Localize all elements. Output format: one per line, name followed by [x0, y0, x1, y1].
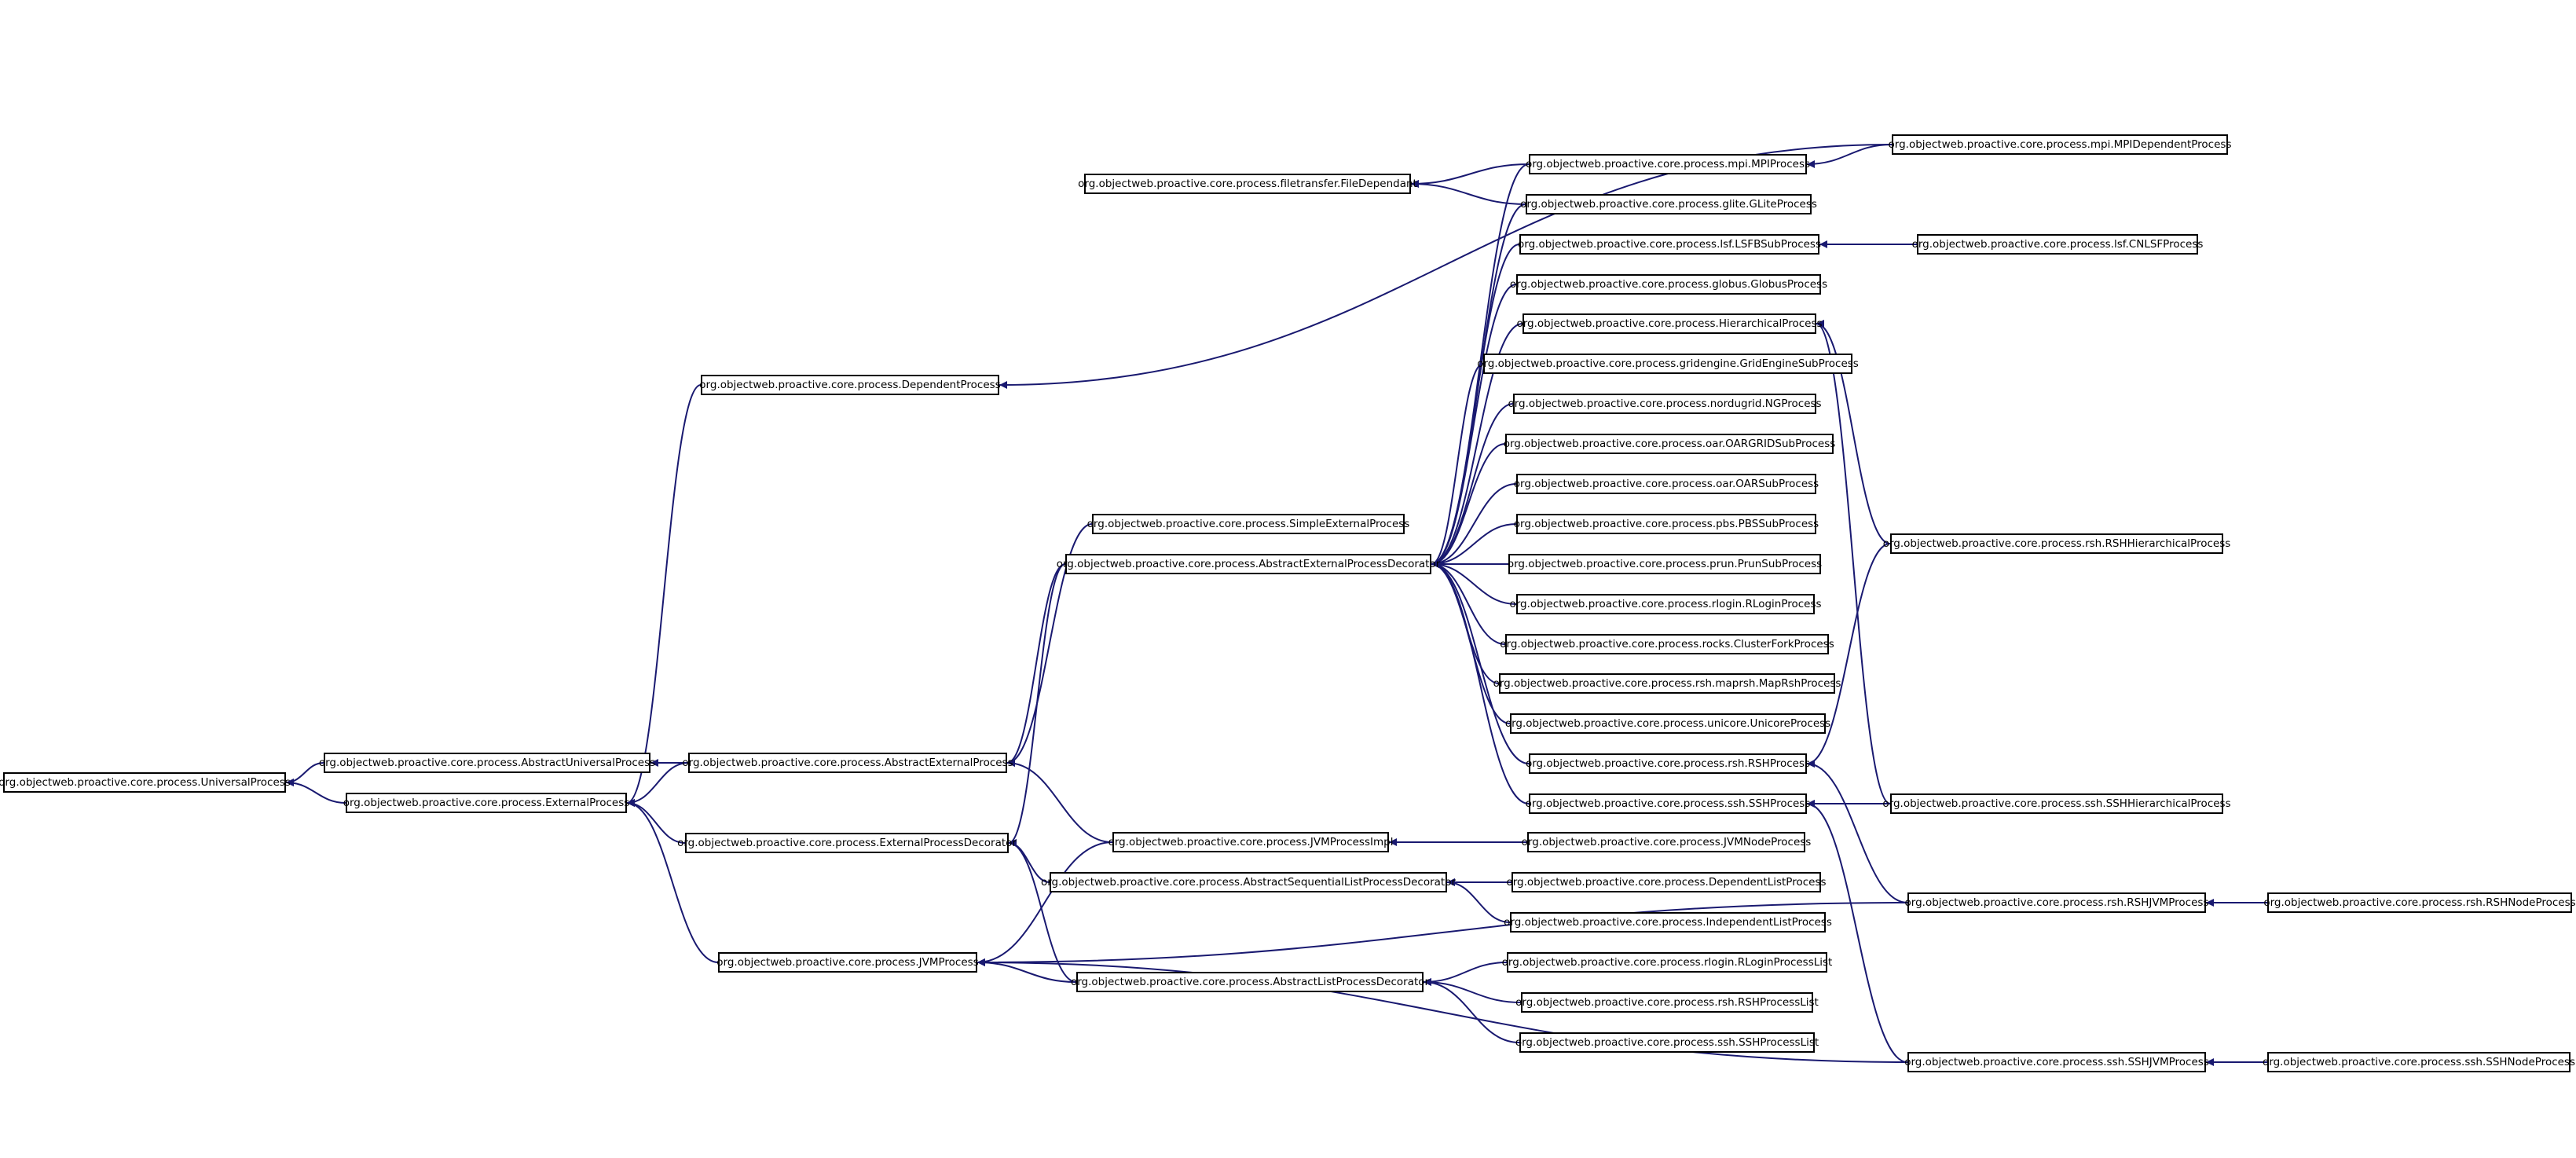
- node-rsh-hierarchical-process[interactable]: org.objectweb.proactive.core.process.rsh…: [1883, 533, 2230, 554]
- edge-abstract_list-to-external_decorator: [1008, 839, 1077, 983]
- edge-rsh_list-to-abstract_list: [1423, 978, 1522, 1003]
- edge-rsh_jvm-to-jvm: [977, 902, 1908, 966]
- node-abstract-list-process-decorator[interactable]: org.objectweb.proactive.core.process.Abs…: [1071, 972, 1429, 992]
- node-map-rsh-process[interactable]: org.objectweb.proactive.core.process.rsh…: [1493, 673, 1841, 694]
- node-hierarchical-process[interactable]: org.objectweb.proactive.core.process.Hie…: [1516, 313, 1823, 334]
- node-ssh-process[interactable]: org.objectweb.proactive.core.process.ssh…: [1526, 793, 1810, 814]
- edge-gridengine-to-abstract_ext_decorator: [1431, 363, 1484, 568]
- node-mpi-process[interactable]: org.objectweb.proactive.core.process.mpi…: [1526, 154, 1810, 174]
- edge-rocks-to-abstract_ext_decorator: [1431, 560, 1506, 645]
- node-ng-process[interactable]: org.objectweb.proactive.core.process.nor…: [1508, 394, 1822, 414]
- edge-abstract_universal-to-universal: [285, 762, 324, 786]
- node-lsfb-sub-process[interactable]: org.objectweb.proactive.core.process.lsf…: [1518, 234, 1821, 255]
- node-dependent-process[interactable]: org.objectweb.proactive.core.process.Dep…: [699, 375, 1001, 395]
- edge-jvm_impl-to-jvm: [977, 841, 1113, 966]
- node-pbs-sub-process[interactable]: org.objectweb.proactive.core.process.pbs…: [1514, 514, 1819, 534]
- node-unicore-process[interactable]: org.objectweb.proactive.core.process.uni…: [1505, 713, 1830, 734]
- edge-abstract_ext_decorator-to-abstract_external: [1006, 563, 1066, 767]
- edge-independent_list-to-abstract_seq_list: [1446, 878, 1511, 923]
- edge-jvm-to-external: [626, 799, 719, 963]
- node-abstract-external-process-decorator[interactable]: org.objectweb.proactive.core.process.Abs…: [1057, 554, 1440, 574]
- node-ssh-jvm-process[interactable]: org.objectweb.proactive.core.process.ssh…: [1904, 1052, 2209, 1072]
- edge-jvm_impl-to-abstract_external: [1006, 759, 1113, 843]
- edge-external-to-universal: [285, 779, 346, 804]
- edge-rsh_hierarchical-to-rsh: [1806, 543, 1891, 768]
- edge-rlogin_list-to-abstract_list: [1423, 962, 1508, 986]
- edge-oargrid-to-abstract_ext_decorator: [1431, 443, 1506, 568]
- node-oar-sub-process[interactable]: org.objectweb.proactive.core.process.oar…: [1514, 474, 1819, 494]
- node-jvm-process-impl[interactable]: org.objectweb.proactive.core.process.JVM…: [1108, 832, 1393, 852]
- edge-glite-to-file_dependant: [1410, 180, 1526, 205]
- edge-ssh_list-to-abstract_list: [1423, 978, 1520, 1043]
- edge-rlogin-to-abstract_ext_decorator: [1431, 560, 1517, 605]
- edge-simple_external-to-abstract_external: [1006, 523, 1093, 767]
- node-mpi-dependent-process[interactable]: org.objectweb.proactive.core.process.mpi…: [1889, 134, 2231, 155]
- node-jvm-process[interactable]: org.objectweb.proactive.core.process.JVM…: [716, 952, 979, 973]
- node-ssh-hierarchical-process[interactable]: org.objectweb.proactive.core.process.ssh…: [1882, 793, 2231, 814]
- node-grid-engine-sub-process[interactable]: org.objectweb.proactive.core.process.gri…: [1477, 354, 1859, 374]
- edge-rsh_hierarchical-to-hierarchical: [1816, 320, 1891, 544]
- edge-ssh_jvm-to-ssh: [1806, 800, 1908, 1063]
- edge-ssh-to-abstract_ext_decorator: [1431, 560, 1530, 804]
- node-rsh-node-process[interactable]: org.objectweb.proactive.core.process.rsh…: [2263, 892, 2576, 913]
- node-abstract-external-process[interactable]: org.objectweb.proactive.core.process.Abs…: [682, 753, 1013, 773]
- node-independent-list-process[interactable]: org.objectweb.proactive.core.process.Ind…: [1504, 912, 1832, 933]
- node-prun-sub-process[interactable]: org.objectweb.proactive.core.process.pru…: [1508, 554, 1822, 574]
- edge-rsh-to-abstract_ext_decorator: [1431, 560, 1530, 764]
- edge-ssh_hierarchical-to-hierarchical: [1816, 320, 1891, 804]
- edge-mpi_dependent-to-mpi: [1806, 144, 1893, 168]
- edge-mpi-to-file_dependant: [1410, 163, 1530, 188]
- edge-oar-to-abstract_ext_decorator: [1431, 483, 1517, 568]
- edge-dependent-to-external: [626, 384, 702, 807]
- node-rlogin-process[interactable]: org.objectweb.proactive.core.process.rlo…: [1509, 594, 1822, 614]
- edge-abstract_external-to-external: [626, 762, 689, 807]
- node-ssh-process-list[interactable]: org.objectweb.proactive.core.process.ssh…: [1515, 1032, 1819, 1053]
- node-jvm-node-process[interactable]: org.objectweb.proactive.core.process.JVM…: [1522, 832, 1811, 852]
- edge-globus-to-abstract_ext_decorator: [1431, 284, 1517, 568]
- node-oargrid-sub-process[interactable]: org.objectweb.proactive.core.process.oar…: [1504, 434, 1835, 454]
- edge-pbs-to-abstract_ext_decorator: [1431, 523, 1517, 568]
- node-ssh-node-process[interactable]: org.objectweb.proactive.core.process.ssh…: [2263, 1052, 2575, 1072]
- node-abstract-universal-process[interactable]: org.objectweb.proactive.core.process.Abs…: [319, 753, 655, 773]
- node-external-process-decorator[interactable]: org.objectweb.proactive.core.process.Ext…: [677, 833, 1017, 853]
- node-file-dependant[interactable]: org.objectweb.proactive.core.process.fil…: [1078, 174, 1417, 194]
- node-abstract-sequential-list-process-decorator[interactable]: org.objectweb.proactive.core.process.Abs…: [1041, 872, 1456, 892]
- edge-abstract_list-to-jvm: [977, 958, 1077, 983]
- node-dependent-list-process[interactable]: org.objectweb.proactive.core.process.Dep…: [1506, 872, 1827, 892]
- node-rsh-process[interactable]: org.objectweb.proactive.core.process.rsh…: [1526, 753, 1810, 774]
- node-cluster-fork-process[interactable]: org.objectweb.proactive.core.process.roc…: [1500, 634, 1834, 654]
- node-rsh-jvm-process[interactable]: org.objectweb.proactive.core.process.rsh…: [1905, 892, 2208, 913]
- node-globus-process[interactable]: org.objectweb.proactive.core.process.glo…: [1510, 274, 1827, 295]
- edge-abstract_ext_decorator-to-external_decorator: [1008, 563, 1066, 847]
- node-cnlsf-process[interactable]: org.objectweb.proactive.core.process.lsf…: [1912, 234, 2203, 255]
- edge-ssh_jvm-to-jvm: [977, 958, 1908, 1063]
- node-rsh-process-list[interactable]: org.objectweb.proactive.core.process.rsh…: [1515, 992, 1819, 1013]
- edge-rsh_jvm-to-rsh: [1806, 760, 1908, 903]
- node-external-process[interactable]: org.objectweb.proactive.core.process.Ext…: [343, 793, 629, 813]
- node-simple-external-process[interactable]: org.objectweb.proactive.core.process.Sim…: [1087, 514, 1409, 534]
- node-rlogin-process-list[interactable]: org.objectweb.proactive.core.process.rlo…: [1502, 952, 1832, 973]
- node-glite-process[interactable]: org.objectweb.proactive.core.process.gli…: [1520, 194, 1817, 214]
- node-universal-process[interactable]: org.objectweb.proactive.core.process.Uni…: [0, 772, 291, 793]
- edge-hierarchical-to-abstract_ext_decorator: [1431, 323, 1523, 568]
